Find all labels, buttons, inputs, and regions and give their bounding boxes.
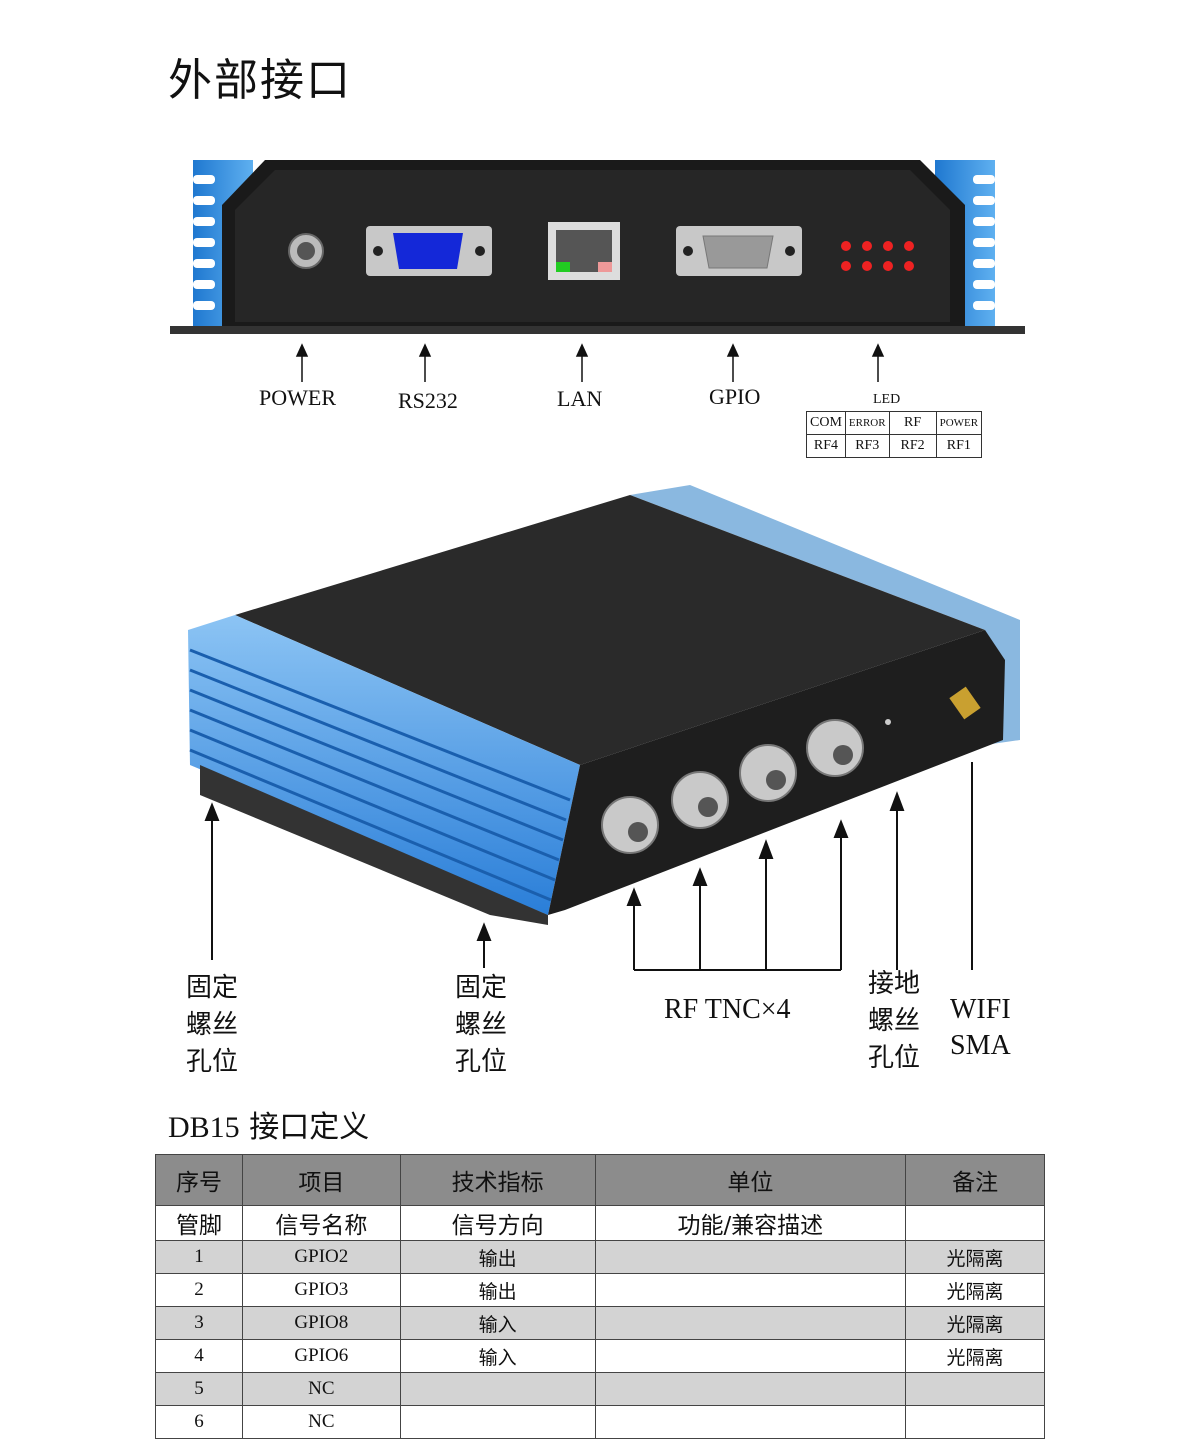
led-cell: RF2 (888, 434, 937, 458)
gpio-port-icon (676, 226, 802, 276)
cell-signal: GPIO8 (241, 1306, 401, 1340)
power-port-icon (288, 233, 324, 269)
cell-desc (594, 1405, 907, 1439)
cell-direction: 输入 (399, 1339, 596, 1373)
table-subheader-row: 管脚 信号名称 信号方向 功能/兼容描述 (155, 1205, 1045, 1241)
cell-direction: 输入 (399, 1306, 596, 1340)
table-header-row: 序号 项目 技术指标 单位 备注 (155, 1154, 1045, 1206)
cell-note: 光隔离 (905, 1240, 1045, 1274)
subheader-cell: 信号名称 (241, 1205, 401, 1241)
label-line: 螺丝 (455, 1010, 508, 1040)
cell-pin: 3 (155, 1306, 243, 1340)
rs232-port-icon (366, 226, 492, 276)
db15-title: DB15 接口定义 (168, 1102, 369, 1146)
led-cell: RF3 (844, 434, 890, 458)
cell-desc (594, 1339, 907, 1373)
cell-note (905, 1405, 1045, 1439)
device-iso-drawing (188, 485, 1020, 971)
led-table: COM ERROR RF POWER RF4 RF3 RF2 RF1 (806, 411, 983, 458)
subheader-cell: 管脚 (155, 1205, 243, 1241)
subheader-cell: 功能/兼容描述 (594, 1205, 907, 1241)
label-gpio: GPIO (709, 384, 761, 409)
cell-note: 光隔离 (905, 1273, 1045, 1307)
label-line: 孔位 (868, 1043, 921, 1073)
label-line: WIFI (950, 994, 1011, 1025)
lan-port-icon (548, 222, 620, 280)
led-cell: ERROR (844, 411, 890, 435)
cell-direction (399, 1372, 596, 1406)
cell-pin: 6 (155, 1405, 243, 1439)
label-line: 固定 (186, 973, 239, 1003)
wifi-sma-label: WIFI SMA (950, 992, 1011, 1064)
label-rs232: RS232 (398, 388, 458, 413)
cell-pin: 4 (155, 1339, 243, 1373)
rf-tnc-label: RF TNC×4 (664, 994, 791, 1025)
led-cell: COM (806, 411, 846, 435)
label-lan: LAN (557, 386, 603, 411)
cell-note: 光隔离 (905, 1306, 1045, 1340)
label-line: SMA (950, 1030, 1011, 1061)
led-cell: RF1 (935, 434, 983, 458)
arrows (295, 343, 885, 382)
label-power: POWER (259, 385, 336, 410)
cell-pin: 2 (155, 1273, 243, 1307)
ground-screw-icon (885, 719, 891, 725)
mount-hole-left-label: 固定 螺丝 孔位 (186, 970, 238, 1081)
cell-note: 光隔离 (905, 1339, 1045, 1373)
cell-signal: NC (241, 1372, 401, 1406)
top-face (235, 495, 985, 765)
cell-desc (594, 1240, 907, 1274)
cell-signal: GPIO2 (241, 1240, 401, 1274)
label-line: 螺丝 (868, 1006, 921, 1036)
subheader-cell (905, 1205, 1045, 1241)
cell-desc (594, 1273, 907, 1307)
heatsink-side (188, 615, 580, 915)
page-title: 外部接口 (168, 55, 352, 106)
header-cell: 项目 (241, 1154, 401, 1206)
cell-signal: GPIO6 (241, 1339, 401, 1373)
cell-direction: 输出 (399, 1273, 596, 1307)
header-cell: 技术指标 (399, 1154, 596, 1206)
db15-title-prefix: DB15 (168, 1111, 240, 1144)
ground-screw-label: 接地 螺丝 孔位 (868, 966, 920, 1077)
cell-direction: 输出 (399, 1240, 596, 1274)
cell-desc (594, 1306, 907, 1340)
cell-direction (399, 1405, 596, 1439)
led-cell: RF4 (806, 434, 846, 458)
label-line: 接地 (868, 969, 921, 999)
cell-signal: NC (241, 1405, 401, 1439)
label-line: 孔位 (186, 1047, 239, 1077)
sma-connector-icon (949, 686, 981, 720)
cell-note (905, 1372, 1045, 1406)
mount-hole-mid-label: 固定 螺丝 孔位 (455, 970, 507, 1081)
label-led: LED (873, 392, 901, 407)
led-indicators (841, 241, 914, 271)
led-cell: POWER (935, 411, 983, 435)
header-cell: 备注 (905, 1154, 1045, 1206)
header-cell: 单位 (594, 1154, 907, 1206)
subheader-cell: 信号方向 (399, 1205, 596, 1241)
cell-desc (594, 1372, 907, 1406)
header-cell: 序号 (155, 1154, 243, 1206)
led-cell: RF (888, 411, 937, 435)
label-line: 螺丝 (186, 1010, 239, 1040)
cell-pin: 5 (155, 1372, 243, 1406)
label-line: 固定 (455, 973, 508, 1003)
cell-pin: 1 (155, 1240, 243, 1274)
front-panel-drawing (170, 160, 1025, 382)
label-line: 孔位 (455, 1047, 508, 1077)
cell-signal: GPIO3 (241, 1273, 401, 1307)
db15-title-suffix: 接口定义 (239, 1110, 370, 1145)
